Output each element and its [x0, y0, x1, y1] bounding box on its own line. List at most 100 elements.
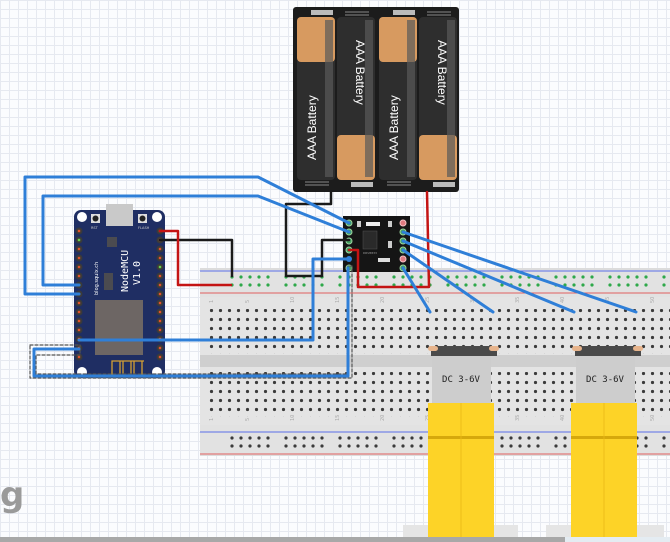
- rail-hole: [662, 444, 666, 448]
- motor-terminal-cap: [431, 346, 497, 356]
- rail-hole: [311, 436, 315, 440]
- column-number: 50: [650, 297, 656, 303]
- horizontal-scrollbar-thumb[interactable]: [0, 537, 565, 542]
- rail-hole: [284, 436, 288, 440]
- rail-hole: [392, 436, 396, 440]
- header-pin-pad: [77, 310, 81, 314]
- rail-hole: [248, 275, 252, 279]
- rail-hole: [266, 283, 270, 287]
- header-pin-pad: [77, 256, 81, 260]
- rail-hole: [608, 283, 612, 287]
- rail-hole: [572, 275, 576, 279]
- battery-pack[interactable]: AAA Battery AAA Battery AAA Battery AAA …: [293, 7, 459, 192]
- battery-cell-1: [297, 17, 335, 180]
- column-number: 35: [515, 415, 521, 421]
- driver-pin[interactable]: [399, 219, 407, 227]
- wire-blue-d2-in2[interactable]: [41, 194, 351, 287]
- wire-blue-out3[interactable]: [401, 248, 495, 314]
- wire-black-battery-gnd[interactable]: [284, 190, 351, 278]
- rail-hole: [527, 436, 531, 440]
- rail-hole: [419, 275, 423, 279]
- rail-hole: [446, 275, 450, 279]
- rail-hole: [239, 275, 243, 279]
- rail-hole: [581, 283, 585, 287]
- header-pin-pad: [77, 265, 81, 269]
- wire-black-mcu-gnd[interactable]: [158, 238, 234, 278]
- nodemcu-version: V1.0: [132, 261, 143, 285]
- rail-hole: [347, 436, 351, 440]
- rail-hole: [590, 275, 594, 279]
- dc-motor-2[interactable]: DC 3-6V: [546, 346, 664, 542]
- rail-hole: [563, 275, 567, 279]
- motor-driver-board[interactable]: DRV8833: [343, 216, 410, 272]
- rail-hole: [338, 283, 342, 287]
- wire-blue-out4[interactable]: [401, 266, 432, 314]
- nodemcu-board[interactable]: NodeMCU V1.0 blog.squix.ch RST FLASH: [74, 204, 165, 378]
- rail-hole: [401, 444, 405, 448]
- spring-top-2: [345, 11, 369, 16]
- header-pin-pad: [158, 283, 162, 287]
- column-number: 1: [209, 300, 215, 303]
- rst-label: RST: [91, 226, 99, 230]
- header-pin-pad: [77, 229, 81, 233]
- header-pin-pad: [158, 346, 162, 350]
- rail-hole: [239, 283, 243, 287]
- rail-hole: [392, 444, 396, 448]
- wire-blue-d6-in4[interactable]: [32, 266, 350, 378]
- app-logo-fragment: g: [0, 475, 25, 515]
- column-number: 40: [560, 415, 566, 421]
- rail-hole: [248, 436, 252, 440]
- rail-hole: [230, 436, 234, 440]
- rail-hole: [662, 283, 666, 287]
- mount-hole: [152, 212, 162, 222]
- rail-hole: [401, 275, 405, 279]
- spring-bottom-3: [387, 181, 411, 186]
- motor-terminal-cap: [575, 346, 641, 356]
- wire-blue-out2[interactable]: [401, 239, 576, 314]
- rail-hole: [617, 275, 621, 279]
- rail-hole: [644, 283, 648, 287]
- dc-motor-1[interactable]: DC 3-6V: [403, 346, 518, 542]
- rail-hole: [536, 436, 540, 440]
- driver-label: DRV8833: [363, 251, 377, 255]
- wire-red-mcu-vin[interactable]: [158, 229, 233, 287]
- rail-hole: [518, 444, 522, 448]
- header-pin-pad: [77, 355, 81, 359]
- column-number: 40: [560, 297, 566, 303]
- column-number: 50: [650, 415, 656, 421]
- wire-red-battery-vcc[interactable]: [347, 190, 431, 289]
- battery-cell-4: [419, 17, 457, 180]
- rail-hole: [248, 444, 252, 448]
- header-pin-pad: [158, 247, 162, 251]
- esp-module-shield: [95, 300, 143, 355]
- wire-blue-d5-in3[interactable]: [77, 257, 351, 342]
- rail-hole: [509, 275, 513, 279]
- rail-hole: [635, 275, 639, 279]
- rail-hole: [563, 436, 567, 440]
- rail-hole: [455, 275, 459, 279]
- wire-blue-d1-in1[interactable]: [23, 175, 351, 296]
- rail-hole: [284, 444, 288, 448]
- rail-hole: [392, 275, 396, 279]
- chip-regulator: [104, 273, 113, 290]
- rail-hole: [536, 283, 540, 287]
- rail-hole: [608, 275, 612, 279]
- driver-pin[interactable]: [399, 255, 407, 263]
- battery-label-3: AAA Battery: [387, 95, 401, 160]
- rail-hole: [356, 436, 360, 440]
- driver-part: [388, 221, 392, 227]
- mount-hole: [77, 212, 87, 222]
- rail-hole: [410, 436, 414, 440]
- rail-hole: [644, 444, 648, 448]
- antenna-trace: [111, 360, 144, 375]
- header-pin-pad: [77, 328, 81, 332]
- rail-hole: [257, 444, 261, 448]
- rail-hole: [473, 275, 477, 279]
- horizontal-scrollbar-track[interactable]: [565, 537, 670, 542]
- rail-hole: [338, 436, 342, 440]
- rail-hole: [554, 275, 558, 279]
- rail-hole: [410, 444, 414, 448]
- wire-blue-out1[interactable]: [401, 230, 638, 314]
- rail-hole: [464, 275, 468, 279]
